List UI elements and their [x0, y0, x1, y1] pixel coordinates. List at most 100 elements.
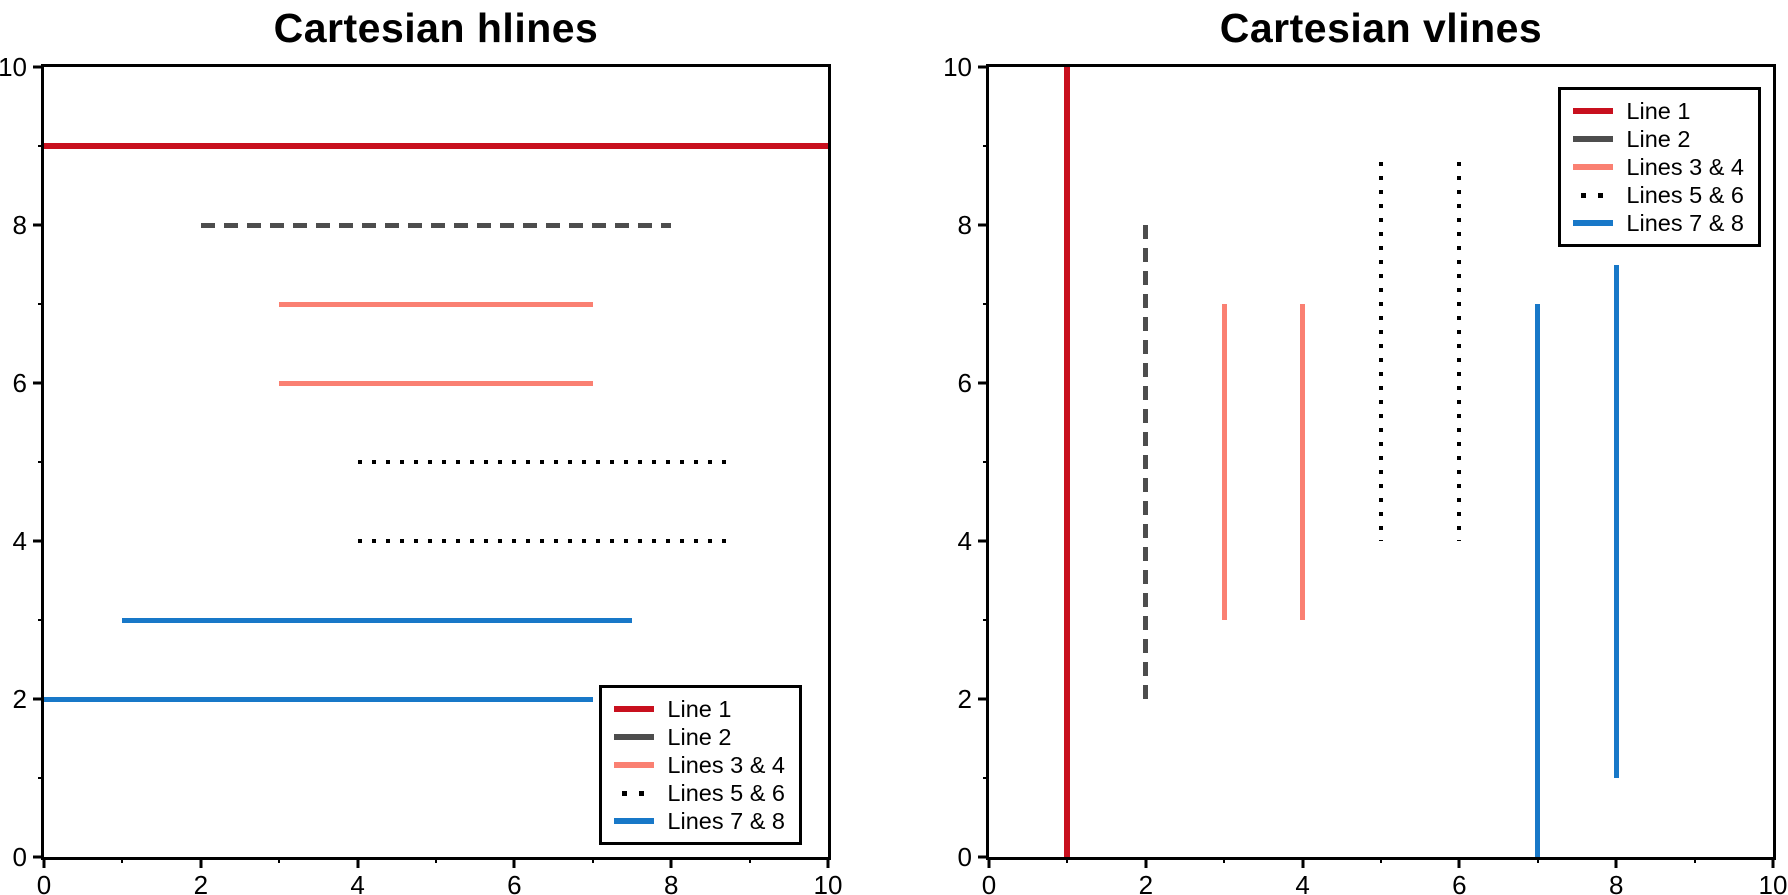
x-axis-minor-tick	[1536, 857, 1539, 863]
y-axis-tick-label: 4	[957, 526, 972, 556]
y-axis-tick	[978, 697, 989, 701]
y-axis-tick-label: 8	[12, 210, 27, 240]
plot-line	[279, 380, 593, 386]
y-axis-tick	[978, 223, 989, 227]
x-axis-minor-tick	[748, 857, 751, 863]
solid-line-icon	[1573, 164, 1614, 170]
y-axis-tick-label: 2	[12, 684, 27, 714]
x-axis-tick-label: 0	[36, 870, 52, 895]
x-axis-tick-label: 0	[981, 870, 997, 895]
legend-entry: Lines 5 & 6	[614, 779, 785, 807]
y-axis-minor-tick	[38, 777, 44, 779]
x-axis-tick-label: 4	[1295, 870, 1310, 895]
x-axis-tick	[42, 857, 46, 868]
y-axis-minor-tick	[38, 619, 44, 621]
plot-line	[200, 222, 672, 228]
y-axis-minor-tick	[983, 461, 989, 463]
y-axis-tick-label: 4	[12, 526, 27, 556]
x-axis-tick-label: 8	[1608, 870, 1624, 895]
legend-entry: Lines 7 & 8	[614, 807, 785, 835]
x-axis-tick	[669, 857, 673, 868]
plot-line	[279, 301, 593, 307]
x-axis-tick-label: 6	[1452, 870, 1467, 895]
legend-label: Line 1	[1626, 97, 1691, 124]
x-axis-tick	[512, 857, 516, 868]
y-axis-minor-tick	[983, 777, 989, 779]
x-axis-tick	[1457, 857, 1461, 868]
legend-line-swatch	[1573, 220, 1614, 226]
x-axis-tick	[1301, 857, 1305, 868]
solid-line-icon	[1573, 108, 1614, 114]
plot-line	[1143, 225, 1149, 699]
legend-label: Lines 7 & 8	[667, 807, 785, 834]
legend-entry: Line 2	[614, 723, 785, 751]
x-axis-tick	[1614, 857, 1618, 868]
legend-line-swatch	[614, 818, 655, 824]
y-axis-tick	[33, 223, 44, 227]
legend-label: Lines 5 & 6	[667, 779, 785, 806]
x-axis-minor-tick	[121, 857, 124, 863]
solid-line-icon	[614, 762, 655, 768]
y-axis-tick	[978, 65, 989, 69]
x-axis-minor-tick	[1693, 857, 1696, 863]
legend-line-swatch	[614, 762, 655, 768]
x-axis-tick-label: 4	[350, 870, 365, 895]
x-axis-tick-label: 6	[507, 870, 522, 895]
x-axis-minor-tick	[278, 857, 281, 863]
legend-entry: Line 1	[1573, 97, 1744, 125]
y-axis-tick	[33, 381, 44, 385]
y-axis-minor-tick	[983, 619, 989, 621]
legend-label: Line 2	[1626, 125, 1691, 152]
y-axis-tick-label: 0	[957, 842, 972, 872]
y-axis-tick	[978, 539, 989, 543]
legend-label: Lines 3 & 4	[1626, 153, 1744, 180]
legend-line-swatch	[1573, 192, 1613, 198]
y-axis-minor-tick	[983, 145, 989, 147]
legend-line-swatch	[1573, 136, 1614, 142]
plot-line	[1457, 161, 1462, 541]
legend-entry: Lines 3 & 4	[614, 751, 785, 779]
y-axis-tick	[33, 855, 44, 859]
plot-line	[1613, 264, 1619, 778]
x-axis-minor-tick	[1223, 857, 1226, 863]
y-axis-minor-tick	[38, 461, 44, 463]
legend-line-swatch	[614, 790, 654, 796]
x-axis-tick-label: 2	[1138, 870, 1154, 895]
y-axis-tick	[33, 65, 44, 69]
x-axis-tick-label: 2	[193, 870, 209, 895]
dashed-line-icon	[614, 734, 655, 740]
legend-line-swatch	[1573, 108, 1614, 114]
plot-line	[357, 460, 734, 464]
x-axis-tick	[1771, 857, 1775, 868]
solid-line-icon	[614, 706, 655, 712]
x-axis-tick-label: 8	[663, 870, 679, 895]
y-axis-tick-label: 2	[957, 684, 972, 714]
legend-label: Lines 3 & 4	[667, 751, 785, 778]
vlines-plot-title: Cartesian vlines	[1219, 5, 1543, 51]
x-axis-tick	[356, 857, 360, 868]
plot-line	[1221, 304, 1227, 620]
y-axis-tick	[978, 381, 989, 385]
legend-label: Lines 7 & 8	[1626, 209, 1744, 236]
plot-line	[122, 617, 632, 623]
x-axis-minor-tick	[435, 857, 437, 863]
y-axis-minor-tick	[38, 303, 44, 305]
x-axis-tick-label: 10	[1758, 870, 1788, 895]
x-axis-minor-tick	[1380, 857, 1382, 863]
legend-line-swatch	[614, 734, 655, 740]
legend-entry: Lines 3 & 4	[1573, 153, 1744, 181]
plot-line	[44, 143, 828, 149]
y-axis-tick-label: 0	[12, 842, 27, 872]
plot-line	[1300, 304, 1306, 620]
x-axis-minor-tick	[1066, 857, 1069, 863]
x-axis-tick	[826, 857, 830, 868]
plot-line	[1379, 161, 1383, 541]
y-axis-minor-tick	[983, 303, 989, 305]
legend-entry: Lines 5 & 6	[1573, 181, 1744, 209]
legend-label: Line 2	[667, 723, 732, 750]
